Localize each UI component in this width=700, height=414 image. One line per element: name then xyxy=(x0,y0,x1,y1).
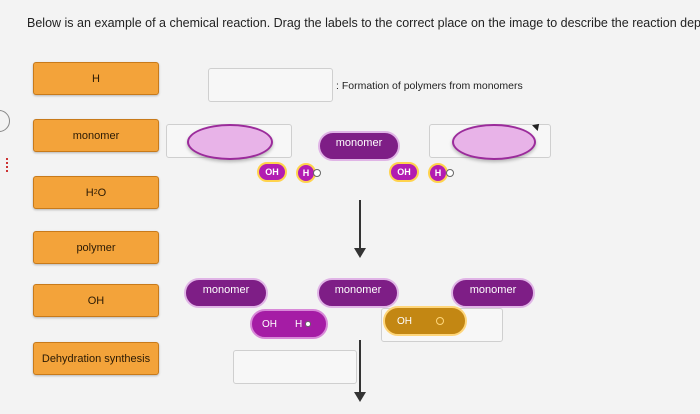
h-text: H xyxy=(295,318,303,330)
left-edge-control xyxy=(0,110,10,132)
monomer-text: monomer xyxy=(469,284,517,296)
oh-group-right: OH xyxy=(389,162,419,182)
h-text: H xyxy=(434,168,442,178)
drag-label-text: Dehydration synthesis xyxy=(41,352,151,365)
drag-label-text: O xyxy=(97,186,107,199)
oh-gold-pair: OH xyxy=(383,306,467,336)
caption-text: : Formation of polymers from monomers xyxy=(336,80,523,92)
oh-group-left: OH xyxy=(257,162,287,182)
drag-label-monomer[interactable]: monomer xyxy=(33,119,159,152)
bond-dot-right xyxy=(446,169,454,177)
monomer-oval-right xyxy=(452,124,536,160)
monomer-text: monomer xyxy=(334,284,382,296)
drag-label-polymer[interactable]: polymer xyxy=(33,231,159,264)
bond-dot xyxy=(305,321,312,327)
drop-target-bottom[interactable] xyxy=(233,350,357,384)
bond-dot-left xyxy=(313,169,321,177)
drag-label-oh[interactable]: OH xyxy=(33,284,159,317)
monomer-text: monomer xyxy=(202,284,250,296)
drag-label-text: monomer xyxy=(72,129,120,142)
instructions-text: Below is an example of a chemical reacti… xyxy=(27,16,700,30)
oh-text: OH xyxy=(265,167,279,177)
drag-label-text: polymer xyxy=(76,241,116,254)
drag-label-text: H xyxy=(85,186,94,199)
reaction-arrow-head-bottom xyxy=(354,392,366,402)
monomer-text: monomer xyxy=(335,137,383,149)
monomer-pill-product-center: monomer xyxy=(317,278,399,308)
bond-dot xyxy=(436,317,444,325)
oh-text: OH xyxy=(397,315,412,327)
monomer-pill-product-left: monomer xyxy=(184,278,268,308)
left-edge-marker xyxy=(0,158,8,172)
drag-label-h[interactable]: H xyxy=(33,62,159,95)
monomer-pill-center: monomer xyxy=(318,131,400,161)
drop-target-title[interactable] xyxy=(208,68,333,102)
monomer-oval-left xyxy=(187,124,273,160)
reaction-arrow-line xyxy=(359,200,361,248)
drag-label-text: OH xyxy=(87,294,105,307)
drag-label-dehydration-synthesis[interactable]: Dehydration synthesis xyxy=(33,342,159,375)
monomer-pill-product-right: monomer xyxy=(451,278,535,308)
oh-text: OH xyxy=(262,318,277,330)
oh-text: OH xyxy=(397,167,411,177)
drag-label-subscript: 2 xyxy=(93,189,98,196)
oh-h-pair: OH H xyxy=(250,309,328,339)
reaction-arrow-head xyxy=(354,248,366,258)
drag-label-text: H xyxy=(92,72,100,85)
h-text: H xyxy=(302,168,310,178)
reaction-arrow-line-bottom xyxy=(359,340,361,392)
h-group-right: H xyxy=(428,163,448,183)
